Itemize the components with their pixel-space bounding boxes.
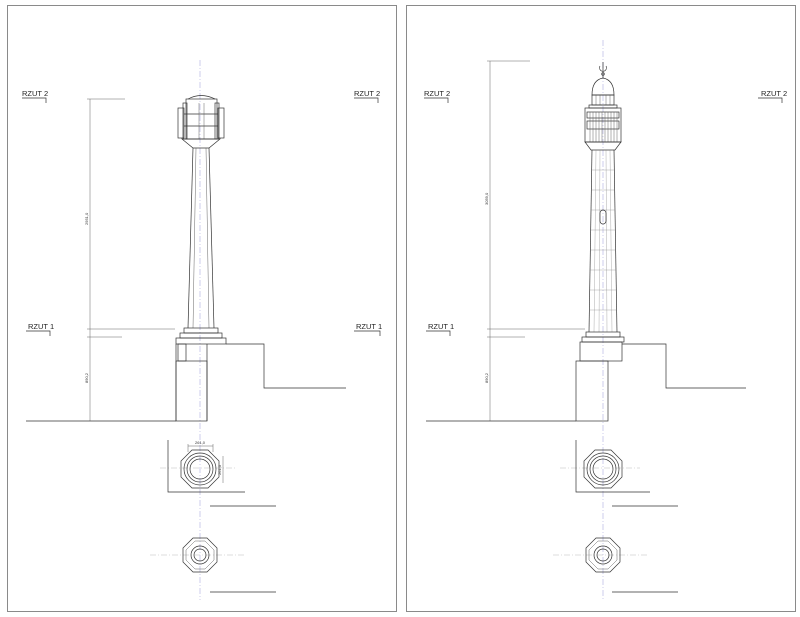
plan-dimension-width: 261,0 [195, 440, 206, 445]
section-marker [26, 330, 51, 336]
antenna-panel [182, 102, 188, 140]
shaft-edge [588, 149, 593, 333]
plan-ring [186, 455, 214, 483]
plan-ring-inner [189, 458, 211, 480]
left-plan-lower [150, 537, 276, 593]
section-label-rzut2-left-a: RZUT 2 [22, 89, 48, 98]
plan-octagon [585, 537, 621, 573]
terrain-profile [622, 343, 746, 389]
foundation-pier [177, 343, 187, 362]
plan-ring-outer [593, 545, 613, 565]
section-label-rzut2-right-a: RZUT 2 [424, 89, 450, 98]
balcony-railing [586, 111, 620, 119]
section-marker [22, 97, 47, 103]
tower-base-ring [183, 327, 219, 334]
platform-bracket [181, 138, 221, 149]
tower-base-ring [179, 332, 223, 339]
section-marker [354, 330, 381, 336]
section-label-rzut1-right: RZUT 1 [428, 322, 454, 331]
minaret-dome [591, 77, 615, 96]
foundation-cap [579, 341, 623, 362]
balcony-bracket [584, 141, 622, 151]
section-marker [758, 97, 783, 103]
antenna-panel [217, 107, 225, 139]
tower-top-platform [185, 98, 218, 140]
plan-outline [575, 440, 650, 493]
right-drawing-sheet [406, 5, 796, 612]
section-label-rzut2-right-b: RZUT 2 [761, 89, 787, 98]
section-label-rzut1-left-b: RZUT 1 [356, 322, 382, 331]
shaft-line [192, 147, 197, 329]
balcony-balusters [589, 112, 618, 142]
foundation-block [175, 360, 208, 422]
plan-ring-inner [193, 548, 207, 562]
plan-ring-inner [596, 548, 610, 562]
shaft-edge [187, 147, 194, 329]
right-elevation: RZUT 2 RZUT 2 RZUT 1 3059,0 890,2 [424, 40, 787, 600]
tower-top-dome [187, 95, 216, 100]
plan-octagon [180, 449, 220, 489]
plan-octagon [583, 449, 623, 489]
foundation-cap [175, 337, 227, 345]
left-plan-upper: 261,0 261,0 [160, 440, 276, 507]
plan-octagon-inner [588, 540, 618, 570]
plan-outline [167, 440, 245, 493]
dimension-lower-right: 890,2 [484, 372, 489, 383]
section-label-rzut2-left-b: RZUT 2 [354, 89, 380, 98]
shaft-edge [613, 149, 618, 333]
foundation-block [575, 360, 609, 422]
plan-ring [589, 455, 617, 483]
shaft-texture [590, 149, 616, 333]
left-drawing-sheet [7, 5, 397, 612]
plan-octagon [182, 537, 218, 573]
plan-ring-outer [183, 452, 217, 486]
plan-octagon-inner [185, 540, 215, 570]
dimension-upper-right: 3059,0 [484, 192, 489, 205]
left-elevation: RZUT 2 RZUT 2 RZUT 1 RZUT 1 2951,0 890,2 [22, 60, 382, 600]
section-marker [354, 97, 379, 103]
crescent-icon [599, 65, 607, 72]
shaft-line [205, 147, 210, 329]
antenna-panel [177, 107, 185, 139]
plan-ring-outer [190, 545, 210, 565]
balcony-railing [586, 120, 620, 130]
plan-ring-outer [586, 452, 620, 486]
shaft-window [599, 209, 607, 225]
plan-ring-inner [592, 458, 614, 480]
dimension-upper-left: 2951,0 [84, 212, 89, 225]
right-plan-upper [560, 440, 678, 507]
dimension-lower-left: 890,2 [84, 372, 89, 383]
section-label-rzut1-left-a: RZUT 1 [28, 322, 54, 331]
plan-dimension-height: 261,0 [217, 464, 222, 475]
section-marker [424, 97, 449, 103]
right-plan-lower [553, 537, 678, 593]
finial-ball [601, 72, 605, 76]
shaft-edge [208, 147, 215, 329]
section-marker [426, 330, 451, 336]
terrain-profile [226, 343, 346, 389]
